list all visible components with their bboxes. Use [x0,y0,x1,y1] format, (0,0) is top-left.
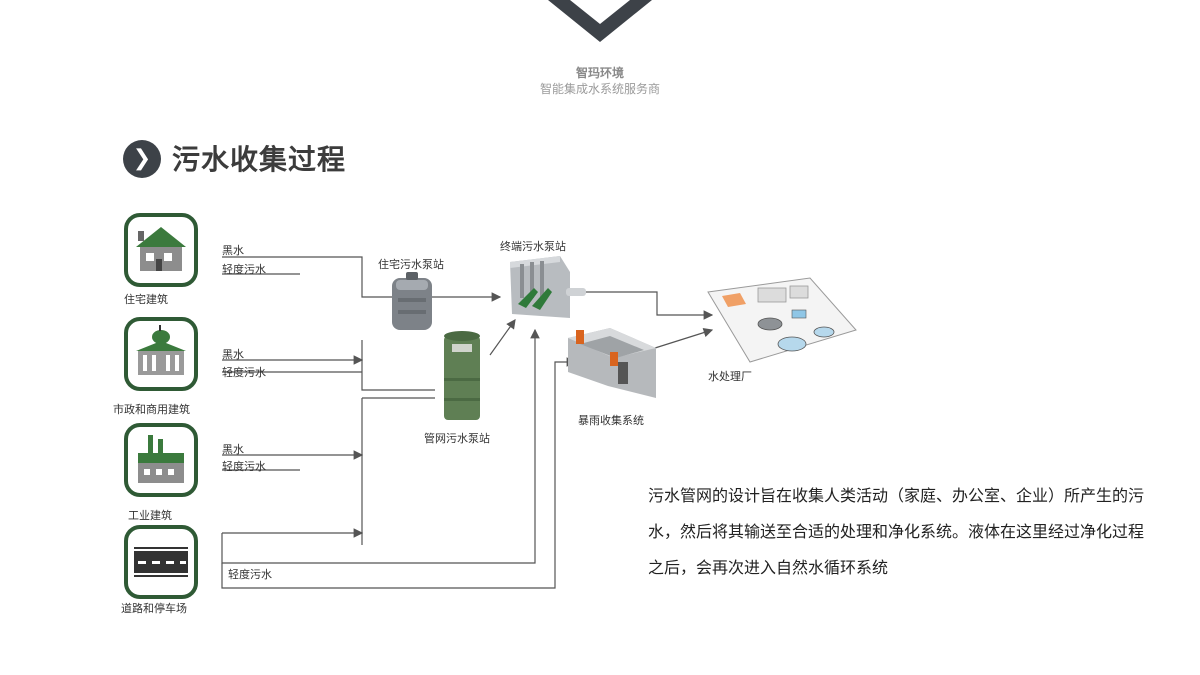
brand-tagline: 智能集成水系统服务商 [539,82,660,96]
pipe-pump-label: 管网污水泵站 [424,432,490,445]
line-pipe-to-terminal [489,319,516,356]
flow-industrial-greywater: 轻度污水 [222,460,266,473]
flow-residential-greywater: 轻度污水 [222,263,266,276]
page-title: 污水收集过程 [172,143,347,176]
residential-pump-label: 住宅污水泵站 [378,258,444,271]
line-road-to-terminal [221,328,540,564]
source-municipal-label: 市政和商用建筑 [113,403,190,416]
terminal-pump-label: 终端污水泵站 [500,240,566,253]
source-road-label: 道路和停车场 [121,602,187,615]
source-road [124,525,198,599]
line-terminal-to-plant [582,291,714,320]
government-building-icon [136,325,186,375]
line-storm-to-plant [654,327,714,349]
treatment-plant-label: 水处理厂 [708,370,752,383]
flow-residential-blackwater: 黑水 [222,244,244,257]
flow-municipal-blackwater: 黑水 [222,348,244,361]
factory-icon [138,435,184,483]
flow-industrial-blackwater: 黑水 [222,443,244,456]
source-industrial [124,423,198,497]
line-municipal-junction [361,340,435,391]
source-industrial-label: 工业建筑 [128,509,172,522]
section-chevron-icon: ❯ [123,140,161,178]
source-residential [124,213,198,287]
pipe-pump-icon [444,331,480,420]
road-icon [134,547,188,577]
description-text: 污水管网的设计旨在收集人类活动（家庭、办公室、企业）所产生的污水，然后将其输送至… [648,486,1145,577]
header-chevron-icon [548,0,652,42]
line-road-to-storm [221,357,577,589]
source-residential-label: 住宅建筑 [124,293,168,306]
storm-system-icon [568,328,656,398]
brand-name: 智玛环境 [575,66,624,80]
source-municipal [124,317,198,391]
flow-road-greywater: 轻度污水 [228,568,272,581]
flow-municipal-greywater: 轻度污水 [222,366,266,379]
storm-system-label: 暴雨收集系统 [578,414,644,427]
residential-pump-icon [392,272,432,330]
treatment-plant-icon [707,277,857,363]
house-icon [136,227,186,271]
terminal-pump-icon [510,256,586,318]
